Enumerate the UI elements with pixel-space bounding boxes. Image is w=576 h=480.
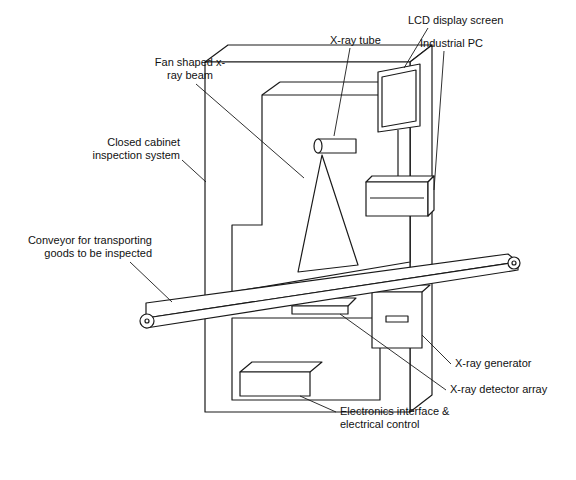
pc-side [428,176,434,216]
callout-label: Conveyor for transporting goods to be in… [10,234,152,260]
leader-line [196,84,304,178]
callout-label: Electronics interface & electrical contr… [340,405,458,431]
leader-line [182,160,206,182]
roller-hub [512,261,516,265]
lcd-screen [378,64,420,132]
fan-beam [298,155,358,272]
lcd-glass [382,70,416,127]
leader-line [300,396,336,412]
leader-line [422,335,451,364]
industrial-pc [366,182,428,216]
callout-label: X-ray generator [455,357,531,370]
electronics-top [240,362,322,372]
xray-generator [372,292,422,348]
callout-label: Fan shaped x-ray beam [150,56,230,82]
electronics-box [240,372,310,396]
pc-slot [370,197,424,198]
pc-top [366,176,434,182]
callout-label: Industrial PC [420,37,483,50]
detector-array [292,306,348,314]
leaders [130,28,451,412]
leader-line [340,314,446,390]
recess-edge [262,82,280,95]
callout-label: X-ray detector array [450,383,547,396]
conveyor-side [146,262,518,328]
roller [508,257,520,269]
xray-tube-end [314,139,322,153]
callout-label: X-ray tube [330,34,381,47]
generator-handle [386,316,408,322]
lower-opening [232,318,380,400]
leader-line [434,51,444,190]
callout-label: LCD display screen [408,14,503,27]
leader-line [334,48,350,136]
roller-hub [145,319,149,323]
leader-line [130,262,172,302]
xray-tube [318,139,356,153]
roller [140,314,154,328]
callout-label: Closed cabinet inspection system [70,136,180,162]
conveyor-belt [146,254,518,318]
cabinet-top [205,45,432,62]
lcd-stand [397,130,398,180]
